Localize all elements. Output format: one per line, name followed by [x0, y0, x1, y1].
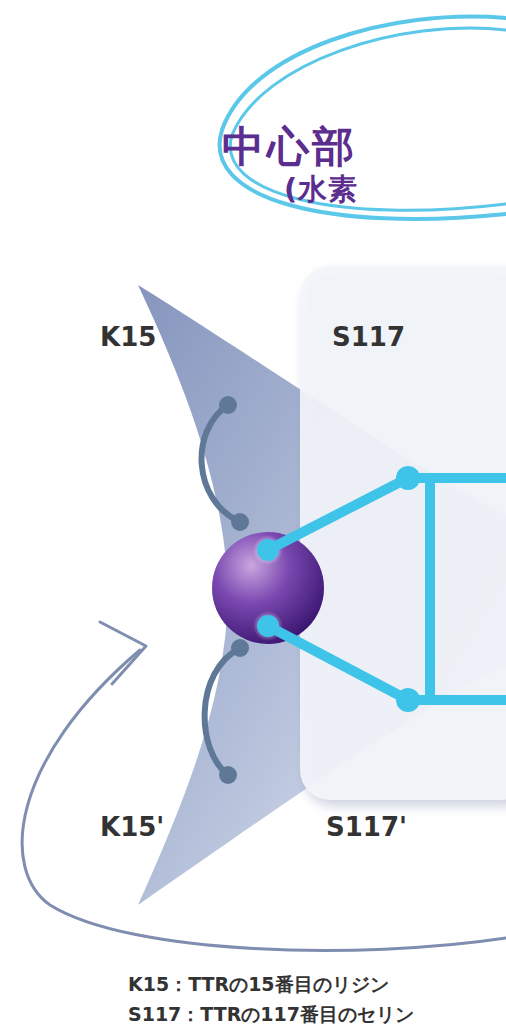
salt-bridge-arc [205, 648, 240, 775]
hydrogen-bond-line [268, 478, 506, 700]
binding-panel [300, 266, 506, 800]
bond-dot [257, 615, 279, 637]
ligand-sphere [212, 532, 324, 644]
residue-dot [231, 513, 249, 531]
residue-dot [219, 766, 237, 784]
salt-bridge-arc [202, 405, 240, 522]
residue-label: S117 [332, 322, 405, 352]
heading-group: 中心部(水素 [222, 122, 358, 207]
hand-drawn-loop [230, 28, 506, 210]
arrow-head [100, 622, 146, 684]
residue-label: S117' [326, 812, 407, 842]
residue-dot [219, 396, 237, 414]
residue-label: K15 [100, 322, 156, 352]
subheading-text: (水素 [222, 172, 358, 207]
bond-dot [396, 688, 420, 712]
heading-text: 中心部 [222, 122, 358, 172]
rotation-arrow [22, 650, 506, 950]
footnote: K15：TTRの15番目のリジン [128, 972, 389, 998]
bond-dot [396, 466, 420, 490]
hand-drawn-loop [220, 17, 506, 219]
bond-dot [257, 539, 279, 561]
residue-dot [231, 639, 249, 657]
residue-label: K15' [100, 812, 164, 842]
footnote: S117：TTRの117番目のセリン [128, 1002, 414, 1028]
